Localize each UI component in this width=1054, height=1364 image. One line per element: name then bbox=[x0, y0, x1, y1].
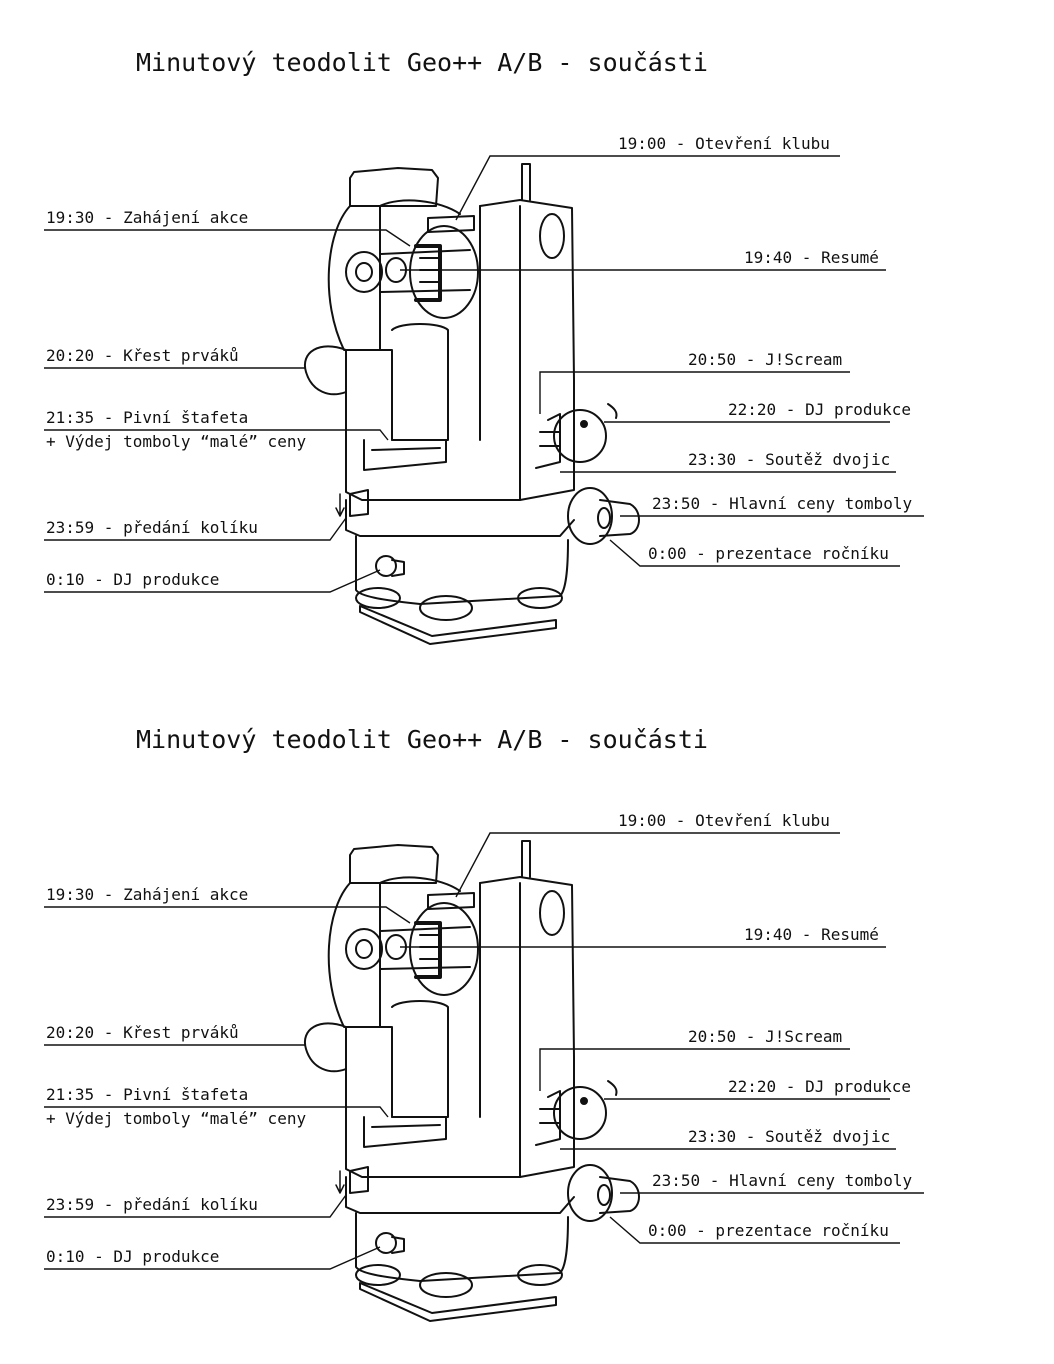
label-2359: 23:59 - předání kolíku bbox=[46, 1195, 258, 1214]
label-2330: 23:30 - Soutěž dvojic bbox=[688, 450, 891, 469]
leader-2135 bbox=[44, 429, 389, 441]
leader-lines bbox=[44, 832, 924, 1270]
right-standard bbox=[479, 876, 575, 1178]
telescope-tube bbox=[409, 225, 479, 319]
base-plate bbox=[359, 1282, 557, 1322]
leader-2050 bbox=[539, 371, 850, 414]
vertical-circle-cover bbox=[391, 1000, 449, 1118]
label-2135: 21:35 - Pivní štafeta bbox=[46, 1085, 249, 1104]
label-2020: 20:20 - Křest prváků bbox=[46, 1023, 239, 1042]
label-1900: 19:00 - Otevření klubu bbox=[618, 811, 830, 830]
foot-screw bbox=[355, 587, 401, 609]
foot-screw bbox=[419, 1272, 473, 1298]
label-0000: 0:00 - prezentace ročníku bbox=[648, 1221, 889, 1240]
eyepiece bbox=[345, 928, 383, 970]
telescope-housing bbox=[327, 882, 381, 1028]
label-2135-note: + Výdej tomboly “malé” ceny bbox=[46, 432, 307, 451]
index-arrow bbox=[335, 1170, 345, 1194]
tribrach bbox=[355, 535, 569, 605]
leader-2135 bbox=[44, 1106, 389, 1118]
foot-screw bbox=[517, 1264, 563, 1286]
leader-2050 bbox=[539, 1048, 850, 1091]
diagram-title: Minutový teodolit Geo++ A/B - součásti bbox=[136, 48, 708, 77]
leader-1930 bbox=[44, 229, 411, 247]
clamp-knob bbox=[567, 1164, 613, 1222]
leader-2359 bbox=[44, 1194, 347, 1218]
leader-lines bbox=[44, 155, 924, 593]
label-2050: 20:50 - J!Scream bbox=[688, 1027, 843, 1046]
tangent-knob bbox=[553, 409, 607, 463]
leader-0000 bbox=[609, 539, 900, 567]
label-1940: 19:40 - Resumé bbox=[744, 925, 879, 944]
side-handle-loop bbox=[303, 1022, 347, 1073]
level-vial bbox=[427, 892, 475, 910]
label-0000: 0:00 - prezentace ročníku bbox=[648, 544, 889, 563]
base-screw bbox=[375, 555, 397, 577]
leader-1900 bbox=[455, 155, 840, 221]
diagram-panel: Minutový teodolit Geo++ A/B - součásti 1… bbox=[0, 677, 1054, 1359]
label-2359: 23:59 - předání kolíku bbox=[46, 518, 258, 537]
base-plate bbox=[359, 605, 557, 645]
left-standard bbox=[345, 349, 521, 501]
foot-screw bbox=[419, 595, 473, 621]
leader-1900 bbox=[455, 832, 840, 898]
horizontal-circle bbox=[345, 1176, 575, 1214]
leader-0010 bbox=[44, 1246, 381, 1270]
base-screw bbox=[375, 1232, 397, 1254]
tangent-knob bbox=[553, 1086, 607, 1140]
leader-0010 bbox=[44, 569, 381, 593]
sight-post bbox=[521, 163, 531, 201]
standard-slot bbox=[539, 213, 565, 259]
clamp-knob bbox=[567, 487, 613, 545]
label-2350: 23:50 - Hlavní ceny tomboly bbox=[652, 1171, 913, 1190]
label-2050: 20:50 - J!Scream bbox=[688, 350, 843, 369]
side-handle-loop bbox=[303, 345, 347, 396]
vertical-circle-cover bbox=[391, 323, 449, 441]
label-2135-note: + Výdej tomboly “malé” ceny bbox=[46, 1109, 307, 1128]
label-0010: 0:10 - DJ produkce bbox=[46, 570, 220, 589]
eyepiece bbox=[345, 251, 383, 293]
right-standard bbox=[479, 199, 575, 501]
label-2220: 22:20 - DJ produkce bbox=[728, 1077, 912, 1096]
left-standard bbox=[345, 1026, 521, 1178]
leader-0000 bbox=[609, 1216, 900, 1244]
diagram-title: Minutový teodolit Geo++ A/B - součásti bbox=[136, 725, 708, 754]
leader-1930 bbox=[44, 906, 411, 924]
telescope-housing bbox=[327, 205, 381, 351]
label-2135: 21:35 - Pivní štafeta bbox=[46, 408, 249, 427]
horizontal-circle bbox=[345, 499, 575, 537]
foot-screw bbox=[355, 1264, 401, 1286]
label-2020: 20:20 - Křest prváků bbox=[46, 346, 239, 365]
standard-slot bbox=[539, 890, 565, 936]
index-arrow bbox=[335, 493, 345, 517]
handle-block bbox=[349, 844, 439, 884]
leader-2359 bbox=[44, 517, 347, 541]
label-1900: 19:00 - Otevření klubu bbox=[618, 134, 830, 153]
tribrach bbox=[355, 1212, 569, 1282]
telescope-tube bbox=[409, 902, 479, 996]
foot-screw bbox=[517, 587, 563, 609]
label-1930: 19:30 - Zahájení akce bbox=[46, 208, 249, 227]
theodolite-drawing bbox=[44, 832, 924, 1322]
label-2350: 23:50 - Hlavní ceny tomboly bbox=[652, 494, 913, 513]
label-1940: 19:40 - Resumé bbox=[744, 248, 879, 267]
theodolite-drawing bbox=[44, 155, 924, 645]
level-vial bbox=[427, 215, 475, 233]
label-1930: 19:30 - Zahájení akce bbox=[46, 885, 249, 904]
label-0010: 0:10 - DJ produkce bbox=[46, 1247, 220, 1266]
diagram-panel: Minutový teodolit Geo++ A/B - součásti 1… bbox=[44, 48, 924, 645]
label-2330: 23:30 - Soutěž dvojic bbox=[688, 1127, 891, 1146]
label-2220: 22:20 - DJ produkce bbox=[728, 400, 912, 419]
handle-block bbox=[349, 167, 439, 207]
sight-post bbox=[521, 840, 531, 878]
